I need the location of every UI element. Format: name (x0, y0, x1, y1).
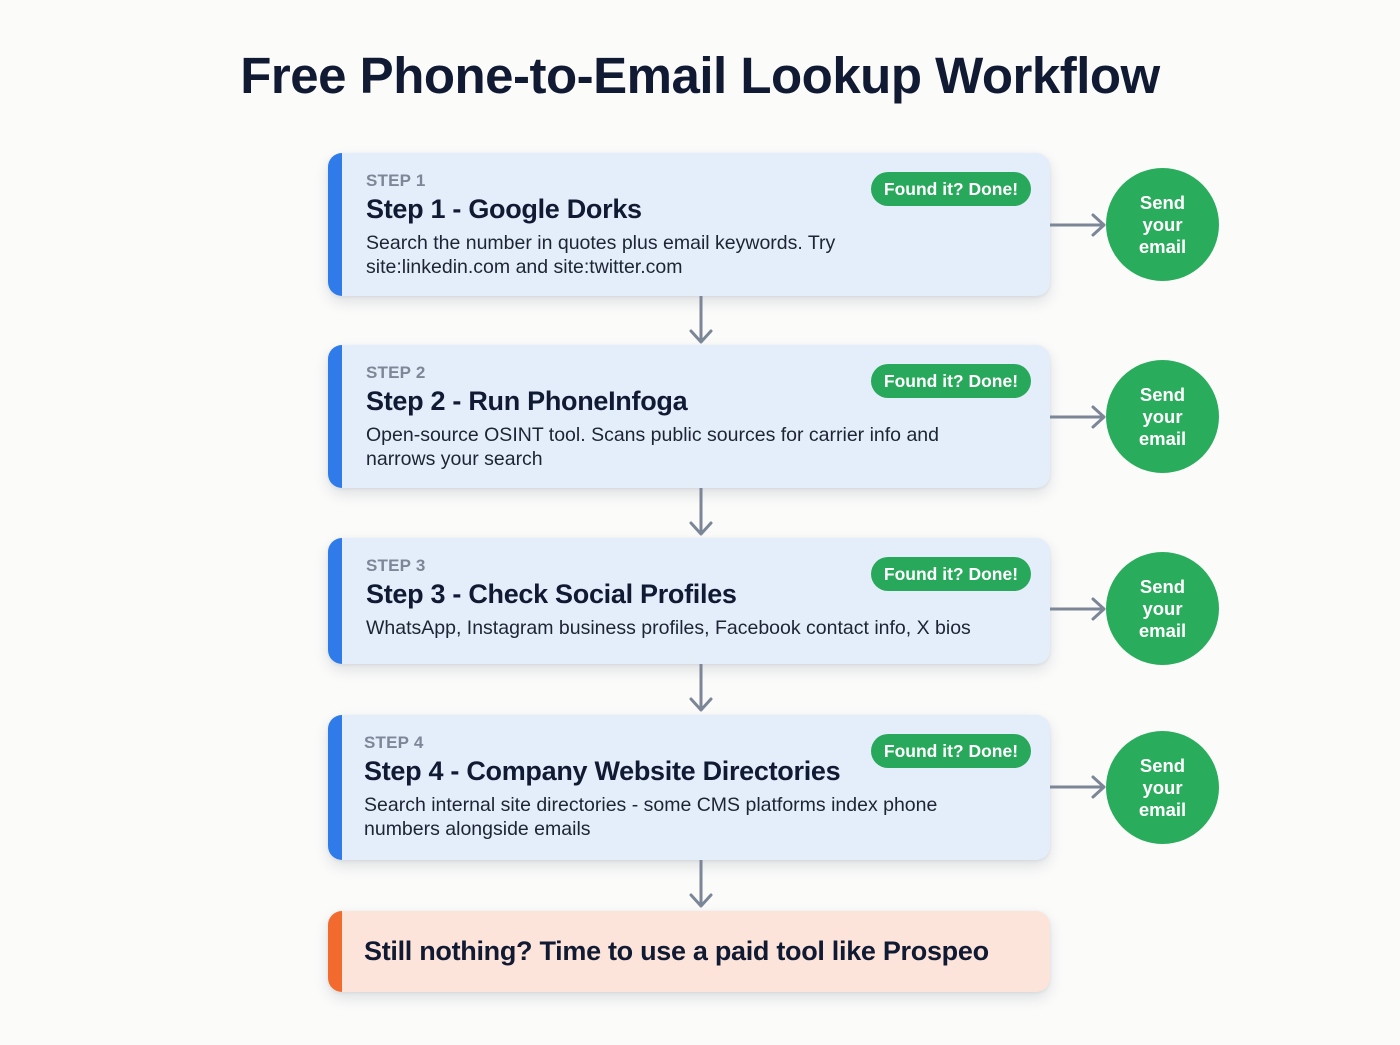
arrow-down-icon (689, 488, 713, 536)
found-it-badge: Found it? Done! (871, 364, 1031, 398)
step-description: WhatsApp, Instagram business profiles, F… (366, 617, 971, 639)
step-card-1: STEP 1 Step 1 - Google Dorks Search the … (328, 153, 1050, 296)
outcome-text: email (1138, 427, 1187, 449)
outcome-text: email (1138, 235, 1187, 257)
arrow-right-icon (1050, 597, 1106, 621)
step-card-2: STEP 2 Step 2 - Run PhoneInfoga Open-sou… (328, 345, 1050, 488)
outcome-text: Send (1139, 575, 1186, 597)
step-card-4: STEP 4 Step 4 - Company Website Director… (328, 715, 1050, 860)
outcome-text: your (1142, 405, 1183, 427)
step-accent-bar (328, 538, 342, 664)
step-label: STEP 1 (366, 171, 426, 190)
step-accent-bar (328, 345, 342, 488)
step-accent-bar (328, 715, 342, 860)
page-title: Free Phone-to-Email Lookup Workflow (240, 47, 1160, 104)
arrow-right-icon (1050, 775, 1106, 799)
send-email-outcome-2: Send your email (1106, 360, 1219, 473)
arrow-right-icon (1050, 213, 1106, 237)
step-heading: Step 1 - Google Dorks (366, 194, 642, 224)
found-it-badge: Found it? Done! (871, 734, 1031, 768)
step-heading: Step 4 - Company Website Directories (364, 756, 841, 786)
outcome-text: your (1142, 776, 1183, 798)
arrow-right-icon (1050, 405, 1106, 429)
outcome-text: email (1138, 619, 1187, 641)
outcome-text: Send (1139, 754, 1186, 776)
fallback-accent-bar (328, 911, 342, 992)
arrow-down-icon (689, 664, 713, 712)
step-card-3: STEP 3 Step 3 - Check Social Profiles Wh… (328, 538, 1050, 664)
step-label: STEP 4 (364, 733, 424, 752)
step-label: STEP 2 (366, 363, 426, 382)
step-heading: Step 2 - Run PhoneInfoga (366, 386, 688, 416)
arrow-down-icon (689, 296, 713, 344)
outcome-text: your (1142, 213, 1183, 235)
send-email-outcome-1: Send your email (1106, 168, 1219, 281)
step-description: Open-source OSINT tool. Scans public sou… (366, 424, 939, 470)
outcome-text: Send (1139, 383, 1186, 405)
step-description: Search the number in quotes plus email k… (366, 232, 836, 278)
outcome-text: your (1142, 597, 1183, 619)
send-email-outcome-4: Send your email (1106, 731, 1219, 844)
fallback-card: Still nothing? Time to use a paid tool l… (328, 911, 1050, 992)
found-it-badge: Found it? Done! (871, 172, 1031, 206)
fallback-text: Still nothing? Time to use a paid tool l… (364, 936, 989, 966)
step-label: STEP 3 (366, 556, 426, 575)
outcome-text: email (1138, 798, 1187, 820)
arrow-down-icon (689, 860, 713, 908)
outcome-text: Send (1139, 191, 1186, 213)
step-description: Search internal site directories - some … (364, 794, 938, 840)
step-accent-bar (328, 153, 342, 296)
send-email-outcome-3: Send your email (1106, 552, 1219, 665)
step-heading: Step 3 - Check Social Profiles (366, 579, 737, 609)
found-it-badge: Found it? Done! (871, 557, 1031, 591)
